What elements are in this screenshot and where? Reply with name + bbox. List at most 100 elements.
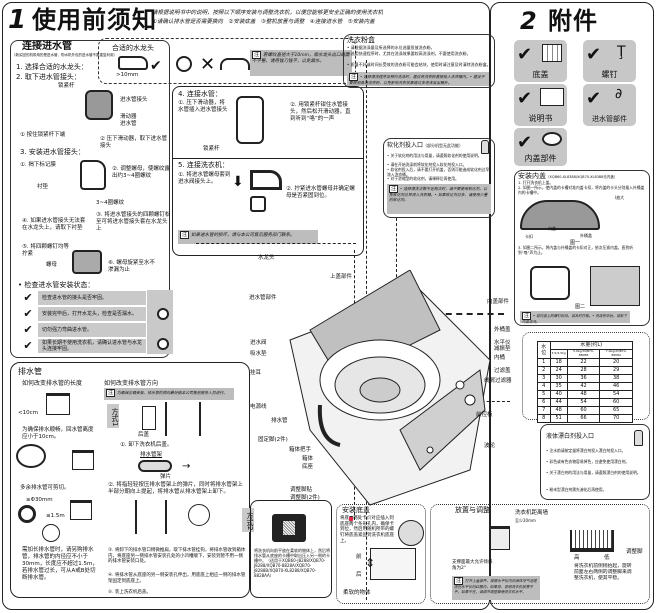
step5-title: 5. 连接洗衣机：	[178, 161, 229, 169]
step5-1: ①. 将进水管螺母套到进水阀接头上。	[178, 172, 231, 185]
note-text: 若螺纹直径大于10mm，需水龙头出口端面不平整，请用锉刀锉平，以免漏水。	[252, 53, 350, 65]
note-tag: 注	[106, 389, 116, 398]
water-volume-cell: 51	[549, 413, 568, 423]
drain-step-4: ④. 将排水管从底座的另一侧安装孔伸出，用底座上相应一侧的排水管架固定到底座上。	[108, 573, 246, 584]
step5-note: 注如果进水管的损坏，请与本公司售后服务部门联系。	[178, 230, 318, 244]
softener-title-note: （部分机型无此功能）	[423, 143, 464, 148]
fig1-illustration	[520, 200, 600, 230]
check-icon: ✔	[18, 323, 38, 337]
cut-illustration	[16, 444, 46, 468]
accessory-manual: ✔ 说明书	[514, 84, 567, 126]
softener-note: 注• 选择漂洗次数不足两次时，请不要使用软化剂，以免软化剂过早流入洗衣桶。• 如…	[387, 184, 491, 214]
inlet-step-2: 2. 取下进水管接头：	[16, 73, 81, 81]
label-slider: 滑动器	[120, 114, 137, 120]
drain-step-3: ③. 将卸下的排水管口稍微推扁，取下排水管挂钩，将排水管收到箱体内，将底座另一侧…	[108, 548, 246, 565]
detergent-bullet-3: • 质量不好或时间长受效的洗衣粉可能会结块，使用时请注意及时清除洗衣粉盒。	[347, 62, 491, 67]
detergent-box	[343, 34, 495, 88]
note-tag: 注	[180, 231, 190, 240]
label-gasket: 衬垫	[37, 184, 49, 190]
method-1-tag: 方式1	[107, 404, 119, 428]
water-volume-cell: 46	[599, 381, 633, 391]
detergent-bullet-2: • 选用快速程序时，尤其在洗涤效果要较高洗涤剂，不要使用洗衣粉。	[347, 51, 471, 56]
dim-1-5m: ≤1.5m	[46, 513, 65, 519]
base-detail-circle	[398, 520, 424, 546]
drain-dir-note: 注为确保正确安装，排水管的换向最好由本公司售后服务人员进行。	[104, 388, 234, 400]
label-filter-cover: 过滤盖	[494, 368, 511, 374]
prohibited-icon	[157, 308, 169, 320]
label-absorb-pad: 吸水垫	[250, 351, 267, 357]
connector-line	[196, 243, 356, 244]
water-volume-cell: 36	[566, 373, 601, 383]
check-title: • 检查进水管安装状态：	[18, 281, 95, 289]
faucet-bad-illustration	[176, 56, 192, 72]
label-back: 后	[356, 572, 362, 578]
label-inlet-pipe: 进水管	[120, 121, 137, 127]
clearance-title: 洗衣机距离墙	[515, 510, 549, 516]
label-inlet-hose-part: 进水管部件	[249, 295, 277, 301]
down-arrow-icon: ⬇	[232, 174, 244, 190]
softener-title-text: 软化剂投入口	[387, 142, 424, 149]
note-text: • 选择漂洗程序及预约洗涤时，建议将洗衣粉直接投入洗衣桶内。• 建议不要使用高泡…	[349, 74, 485, 86]
label-lock-lever: 锁紧杆	[58, 83, 75, 89]
drain-text-1: 为确保排水顺畅，回水管离度应小于10cm。	[22, 427, 94, 440]
placement-text: 将洗衣机前侧稍抬起，旋转前面左右两侧的调整脚来调整洗衣机，使其平稳。	[574, 564, 632, 581]
joint-illustration-2	[236, 96, 264, 144]
inlet-hose-icon: ∂	[615, 86, 623, 102]
page-title: 使用前须知	[32, 6, 157, 34]
hose-coil-illustration	[18, 505, 36, 523]
label-low: 低	[604, 555, 610, 561]
inner-lid-step-2: 2. 如图一所示，使内盖的卡槽对准内盖卡扣，将内盖的卡头分别插入外桶盖内的卡槽中…	[518, 185, 645, 195]
drain-text-3: 需加长排水管时，请另购排水管，排水管的内径应不小于30mm，长度应不超过1.5m…	[22, 547, 98, 581]
label-front-panel: 前控板	[476, 412, 493, 418]
label-fixing-foot: 固定脚(2件)	[258, 437, 288, 443]
check-row-4: ✔如果长期不使用洗衣机，请确认进水管与水龙头连接牢固。	[17, 338, 147, 354]
detail-circle	[42, 524, 60, 542]
fig1-label-buckle: 卡扣	[525, 234, 533, 239]
inner-lid-title-text: 安装内盖	[518, 172, 546, 180]
faucet-bad-illustration-2	[220, 58, 250, 70]
water-volume-cell: 24	[549, 365, 568, 375]
accessory-label: 进水管部件	[592, 115, 627, 124]
check-icon: ✔	[517, 88, 533, 109]
check-icon: ✔	[586, 88, 602, 109]
label-adjust-foot: 调整脚(2件)	[290, 495, 320, 501]
label-soft-object: 柔软的物体	[343, 590, 371, 596]
fig2-caption: 图二	[575, 304, 586, 310]
step4-2: ②. 用锁紧杆钳住水管接头，然后松开滑动器，直到听到“咯”的一声	[290, 102, 351, 122]
ok-check-icon: ✔	[150, 58, 162, 74]
accessory-screw: ✔ Ţ 螺钉	[583, 40, 636, 82]
faucet-box	[98, 38, 356, 84]
drain-section-frame	[10, 362, 250, 598]
water-level-cell: 3	[537, 373, 551, 383]
faucet-illustration	[80, 160, 106, 190]
water-volume-cell: 29	[599, 365, 633, 375]
accessory-label: 螺钉	[601, 70, 618, 79]
hose-illustration	[250, 170, 282, 190]
intro-line-2: ①请确认排水管是否需要换向 ②安装底盖 ③整机放置与调整 ④连接进水管 ⑤安装内…	[152, 19, 375, 25]
inner-lid-note: 注• 若内盖上的螺钉松动，请及时拧紧。• 洗涤完毕后，请取下内盖清洗。	[520, 311, 630, 324]
water-level-cell: 5	[537, 389, 551, 399]
arrow-right-icon: →	[182, 461, 191, 472]
label-base: 底座	[302, 464, 314, 470]
bottle-icon	[634, 430, 643, 446]
label-hook: 挂耳	[250, 370, 262, 376]
inner-lid-title: 安装内盖（XQB60-XL8388/XQB70-XL8388无内盖）	[518, 172, 617, 181]
col-label: 5.0kg/XQB70-8808B	[566, 349, 601, 359]
water-level-cell: 4	[537, 381, 551, 391]
water-volume-cell: 35	[549, 381, 568, 391]
nut-illustration	[72, 250, 102, 274]
back-cover-illustration	[142, 406, 156, 430]
step2-2: ② 压下滑动器，取下进水管接头	[100, 136, 168, 149]
faucet-note: 注若螺纹直径大于10mm，需水龙头出口端面不平整，请用锉刀锉平，以免漏水。	[250, 50, 352, 76]
label-inner-tub: 内桶	[494, 355, 506, 361]
base-cover-icon	[542, 44, 562, 62]
step3-5: ⑤. 将四颗螺钉均等拧紧	[22, 244, 69, 257]
softener-bullet-3: • 软化剂投入后，请不要打开机盖，否则可能造成软化剂过早流入洗衣桶。	[387, 167, 490, 177]
inlet-subtitle: （新买回的机带用的是进水管，购水机外包的进水管不要重复利用）	[12, 53, 117, 57]
placement-note: 注打开上盖部件，观察水平仪内的液体空气泡是否在水平仪的红圈内，如果否，说明洗衣机…	[452, 576, 540, 600]
base-cover-title: 安装底盖	[342, 506, 370, 514]
softener-title: 软化剂投入口（部分机型无此功能）	[387, 142, 463, 150]
bleach-bullet-2: • 彩色或有色衣物容易掉色，应避免使用漂白剂。	[546, 459, 630, 464]
